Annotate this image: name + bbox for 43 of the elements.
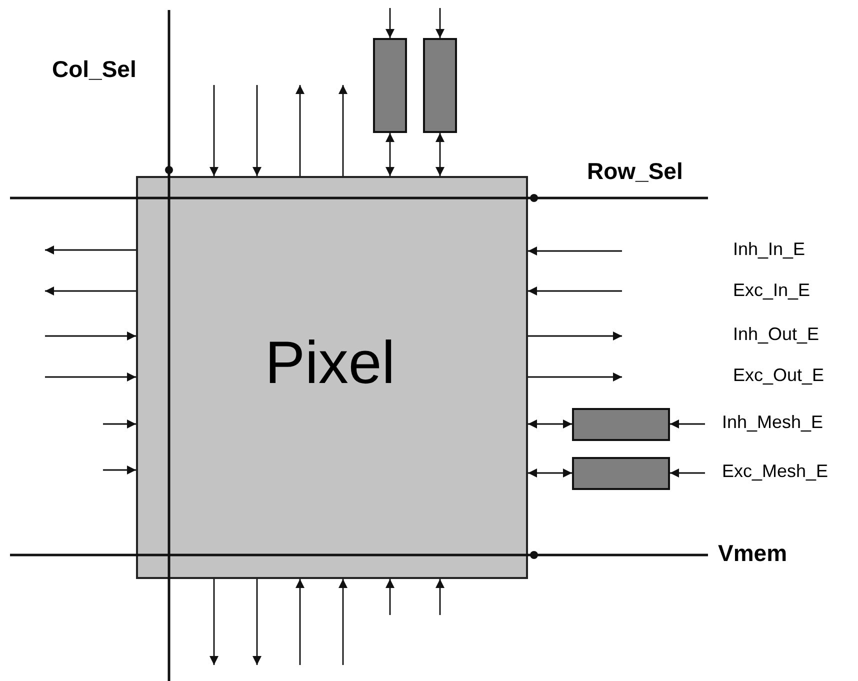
arrow (528, 286, 622, 296)
arrow (252, 85, 262, 176)
arrow (436, 8, 444, 38)
block (423, 38, 457, 133)
arrow (670, 468, 705, 478)
arrow (338, 85, 348, 176)
arrow (103, 466, 136, 474)
arrow (386, 579, 394, 615)
block (373, 38, 407, 133)
arrow (296, 85, 304, 176)
signal-label: Inh_Mesh_E (722, 412, 824, 433)
signal-label: Vmem (718, 540, 788, 567)
arrow (103, 420, 136, 428)
signal-label: Exc_Mesh_E (722, 461, 828, 482)
signal-label: Inh_In_E (733, 239, 806, 260)
arrow (528, 372, 622, 382)
arrow (252, 579, 262, 665)
signal-label: Col_Sel (52, 56, 136, 83)
arrow (45, 286, 136, 296)
arrow (670, 420, 705, 428)
arrow (528, 332, 622, 340)
arrow (296, 579, 304, 665)
arrow (210, 579, 218, 665)
arrow (528, 468, 572, 478)
arrow (45, 332, 136, 340)
arrow (338, 579, 348, 665)
block (572, 408, 670, 441)
signal-label: Exc_In_E (733, 280, 810, 301)
block (572, 457, 670, 490)
arrow (45, 372, 136, 382)
arrow (386, 8, 394, 38)
arrow (45, 246, 136, 254)
arrow (386, 133, 394, 176)
pixel-block (136, 176, 528, 579)
block-title: Pixel (265, 328, 396, 397)
signal-label: Exc_Out_E (733, 365, 824, 386)
arrow (528, 246, 622, 256)
signal-label: Inh_Out_E (733, 324, 820, 345)
arrow (210, 85, 218, 176)
arrow (436, 133, 444, 176)
signal-label: Row_Sel (587, 158, 683, 185)
arrow (436, 579, 444, 615)
arrow (528, 420, 572, 428)
